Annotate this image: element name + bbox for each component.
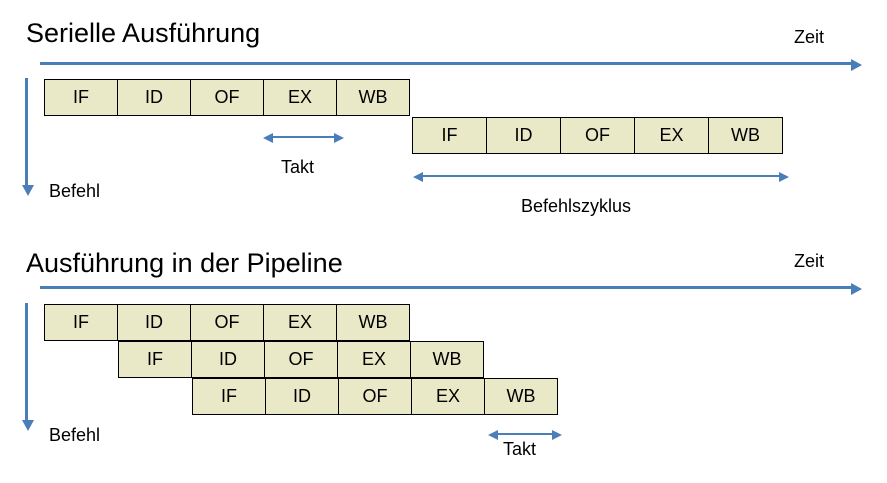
stage-box: IF bbox=[192, 378, 266, 415]
pipeline-time-axis-arrow bbox=[40, 283, 862, 295]
arrow-head-right-icon bbox=[334, 133, 344, 143]
arrow-head-down-icon bbox=[22, 420, 34, 431]
stage-box: WB bbox=[336, 79, 410, 116]
pipeline-instruction-axis-label: Befehl bbox=[49, 425, 101, 445]
stage-box: IF bbox=[412, 117, 487, 154]
serial-time-axis-arrow bbox=[40, 59, 862, 71]
serial-instruction-cycle-arrow bbox=[413, 172, 789, 182]
arrow-head-left-icon bbox=[413, 172, 423, 182]
pipeline-clock-arrow bbox=[488, 430, 562, 440]
stage-box: WB bbox=[484, 378, 558, 415]
stage-box: IF bbox=[118, 341, 192, 378]
arrow-head-right-icon bbox=[552, 430, 562, 440]
stage-box: IF bbox=[44, 79, 118, 116]
pipeline-clock-label: Takt bbox=[503, 439, 537, 459]
stage-box: ID bbox=[191, 341, 265, 378]
pipeline-instruction-row-3: IF ID OF EX WB bbox=[192, 378, 558, 415]
stage-box: ID bbox=[117, 304, 191, 341]
serial-title: Serielle Ausführung bbox=[26, 18, 261, 48]
pipeline-instruction-axis-arrow bbox=[22, 303, 34, 431]
serial-time-axis-label: Zeit bbox=[794, 27, 825, 47]
stage-box: OF bbox=[190, 304, 264, 341]
stage-box: OF bbox=[264, 341, 338, 378]
stage-box: ID bbox=[486, 117, 561, 154]
arrow-head-left-icon bbox=[263, 133, 273, 143]
stage-box: EX bbox=[263, 304, 337, 341]
serial-instruction-cycle-label: Befehlszyklus bbox=[521, 196, 632, 216]
serial-clock-arrow bbox=[263, 133, 344, 143]
stage-box: WB bbox=[336, 304, 410, 341]
pipeline-time-axis-label: Zeit bbox=[794, 251, 825, 271]
pipeline-instruction-row-2: IF ID OF EX WB bbox=[118, 341, 484, 378]
serial-instruction-row-1: IF ID OF EX WB bbox=[44, 79, 410, 116]
serial-clock-label: Takt bbox=[281, 157, 315, 177]
stage-box: OF bbox=[560, 117, 635, 154]
stage-box: EX bbox=[263, 79, 337, 116]
serial-instruction-axis-label: Befehl bbox=[49, 181, 101, 201]
serial-instruction-axis-arrow bbox=[22, 78, 34, 196]
pipeline-title: Ausführung in der Pipeline bbox=[26, 248, 343, 278]
stage-box: OF bbox=[190, 79, 264, 116]
stage-box: EX bbox=[411, 378, 485, 415]
arrow-head-left-icon bbox=[488, 430, 498, 440]
arrow-head-down-icon bbox=[22, 185, 34, 196]
stage-box: OF bbox=[338, 378, 412, 415]
stage-box: ID bbox=[117, 79, 191, 116]
stage-box: IF bbox=[44, 304, 118, 341]
arrow-head-right-icon bbox=[851, 283, 862, 295]
arrow-head-right-icon bbox=[851, 59, 862, 71]
serial-instruction-row-2: IF ID OF EX WB bbox=[412, 117, 783, 154]
stage-box: EX bbox=[337, 341, 411, 378]
stage-box: EX bbox=[634, 117, 709, 154]
stage-box: WB bbox=[410, 341, 484, 378]
stage-box: ID bbox=[265, 378, 339, 415]
arrow-head-right-icon bbox=[779, 172, 789, 182]
stage-box: WB bbox=[708, 117, 783, 154]
pipeline-instruction-row-1: IF ID OF EX WB bbox=[44, 304, 410, 341]
